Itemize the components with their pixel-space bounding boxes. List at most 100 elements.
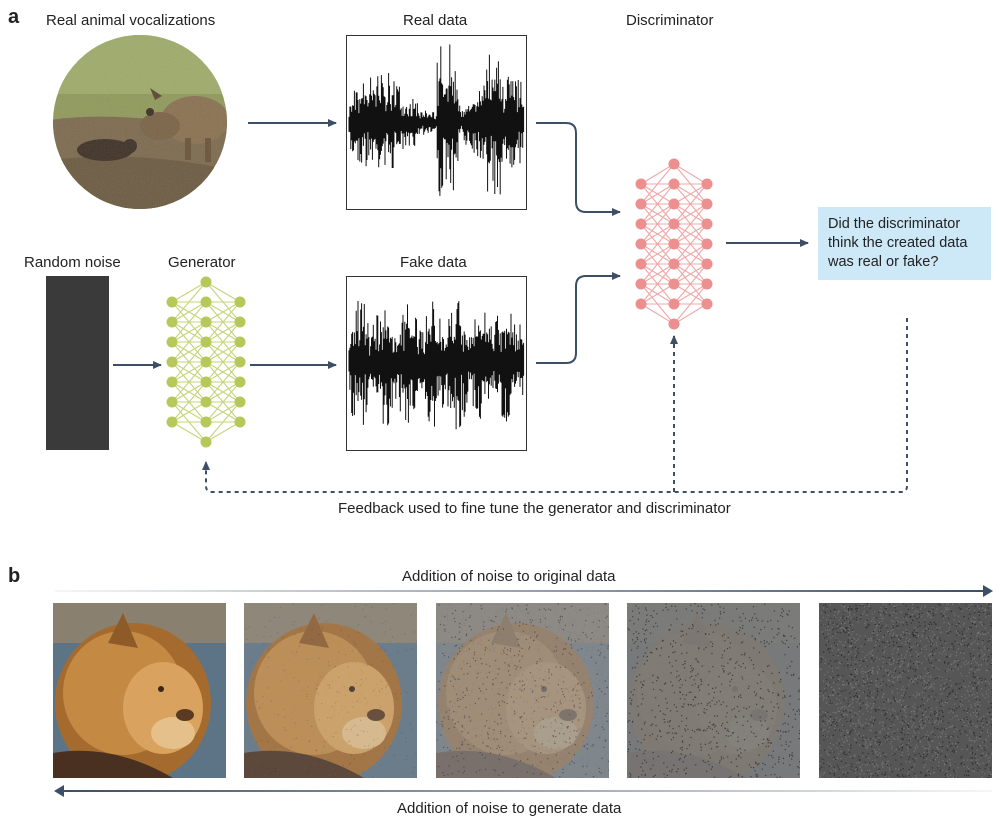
discriminator-node (701, 238, 713, 250)
generator-edge (171, 321, 207, 343)
discriminator-node (668, 158, 680, 170)
generator-edge (171, 381, 207, 403)
discriminator-edge (640, 243, 675, 265)
generator-edge (205, 341, 241, 383)
forward-diffusion-label: Addition of noise to original data (402, 568, 616, 585)
generator-node (200, 276, 212, 288)
lion-tile-4 (627, 603, 800, 778)
wave-real-trace (348, 44, 525, 196)
discriminator-node (635, 298, 647, 310)
discriminator-node (668, 258, 680, 270)
real-data-waveform (348, 44, 525, 196)
generator-node (200, 336, 212, 348)
generator-edge (205, 301, 241, 323)
generator-edge (171, 281, 207, 303)
discriminator-edge (673, 303, 708, 325)
discriminator-node (701, 218, 713, 230)
discriminator-edge (640, 303, 675, 325)
discriminator-edge (673, 203, 708, 225)
discriminator-network (635, 158, 713, 330)
lion-tile-5 (819, 603, 992, 778)
generator-edge (205, 421, 241, 443)
discriminator-edge (673, 243, 708, 265)
discriminator-edge (673, 243, 708, 285)
generator-node (234, 336, 246, 348)
reverse-arrow-line (62, 790, 992, 792)
generator-label: Generator (168, 254, 236, 271)
discriminator-edge (673, 183, 708, 225)
discriminator-node (668, 278, 680, 290)
discriminator-edge (673, 183, 708, 205)
generator-edge (205, 321, 241, 363)
question-callout: Did the discriminator think the created … (818, 207, 991, 280)
generator-node (234, 396, 246, 408)
reverse-diffusion-label: Addition of noise to generate data (397, 800, 622, 817)
reverse-arrow-head (54, 785, 64, 797)
generator-node (234, 376, 246, 388)
generator-node (200, 296, 212, 308)
lion-tile-1 (53, 603, 226, 778)
panel-a-letter: a (8, 6, 20, 28)
generator-network (166, 276, 246, 448)
discriminator-edge (640, 203, 675, 225)
forward-arrow-head (983, 585, 993, 597)
generator-edge (205, 321, 241, 343)
real-data-waveform-box (346, 35, 527, 210)
generator-node (166, 356, 178, 368)
generator-edge (205, 361, 241, 403)
discriminator-node (668, 298, 680, 310)
generator-edge (171, 381, 207, 423)
forward-arrow-line (55, 590, 985, 592)
discriminator-node (701, 198, 713, 210)
generator-edge (205, 381, 241, 423)
generator-node (234, 416, 246, 428)
discriminator-node (701, 178, 713, 190)
generator-node (234, 296, 246, 308)
generator-edge (171, 301, 207, 343)
discriminator-edge (673, 223, 708, 245)
arrow-fake-data-to-discriminator (536, 272, 621, 364)
discriminator-label: Discriminator (626, 12, 714, 29)
generator-edge (205, 281, 241, 303)
generator-node (200, 376, 212, 388)
generator-node (166, 396, 178, 408)
feedback-label: Feedback used to fine tune the generator… (338, 500, 731, 517)
discriminator-edge (640, 163, 675, 205)
generator-edge (171, 301, 207, 323)
discriminator-edge (640, 223, 675, 265)
discriminator-edge (673, 283, 708, 325)
discriminator-edge (640, 243, 675, 285)
discriminator-edge (673, 163, 708, 185)
discriminator-node (668, 218, 680, 230)
generator-edge (171, 421, 207, 443)
discriminator-edge (673, 283, 708, 305)
generator-edge (205, 381, 241, 403)
generator-node (166, 376, 178, 388)
generator-edge (205, 341, 241, 363)
generator-edge (205, 361, 241, 383)
real-animal-vocalizations-label: Real animal vocalizations (46, 12, 216, 29)
panel-b-letter: b (8, 565, 21, 587)
discriminator-edge (673, 223, 708, 265)
discriminator-node (635, 178, 647, 190)
generator-node (166, 416, 178, 428)
fake-data-waveform-box (346, 276, 527, 451)
discriminator-edge (640, 283, 675, 305)
discriminator-edge (640, 263, 675, 285)
generator-node (200, 316, 212, 328)
generator-edge (205, 401, 241, 443)
real-data-label: Real data (403, 12, 468, 29)
discriminator-node (668, 318, 680, 330)
generator-node (200, 416, 212, 428)
discriminator-node (635, 218, 647, 230)
discriminator-node (668, 238, 680, 250)
discriminator-node (701, 258, 713, 270)
generator-node (234, 356, 246, 368)
discriminator-node (635, 258, 647, 270)
generator-node (200, 436, 212, 448)
generator-node (200, 396, 212, 408)
discriminator-edge (640, 183, 675, 205)
generator-node (166, 316, 178, 328)
generator-node (166, 296, 178, 308)
